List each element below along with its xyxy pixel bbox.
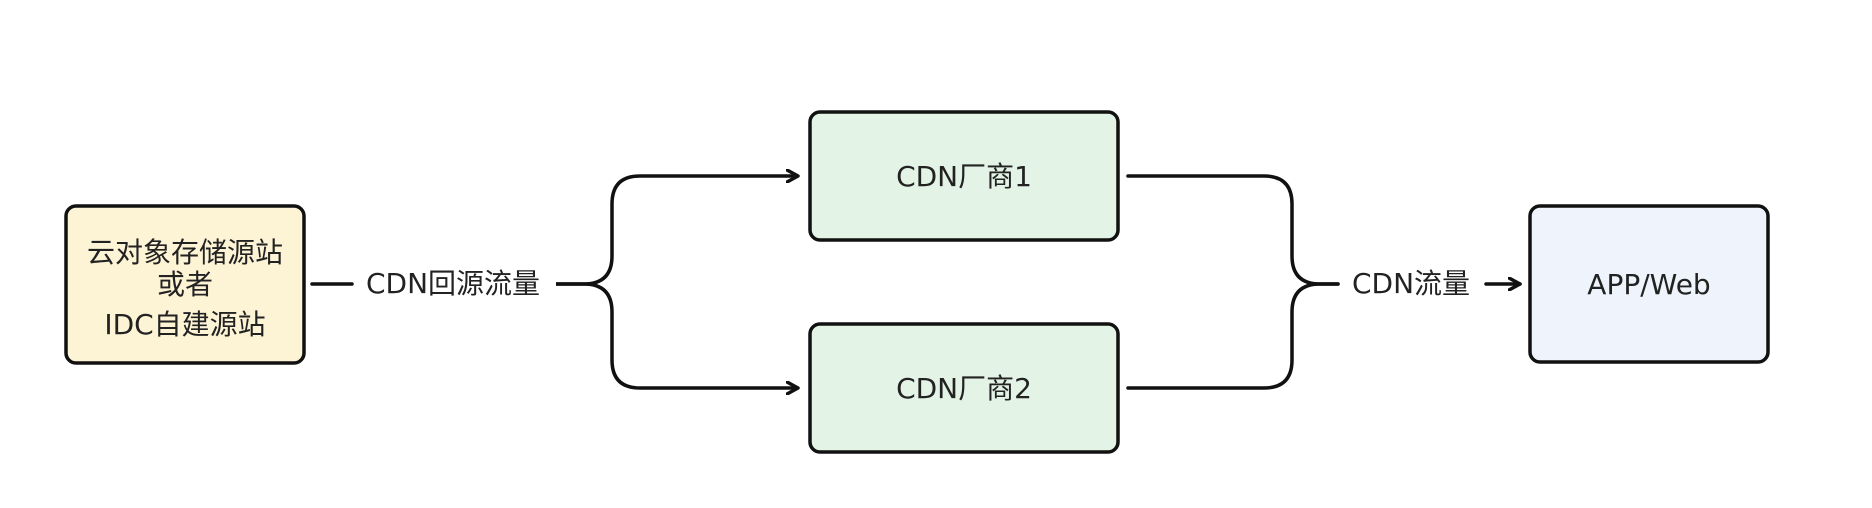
cdn2-node-box — [808, 322, 1120, 454]
cdn1-node-box — [808, 110, 1120, 242]
cdn2-node: CDN厂商2 — [808, 322, 1120, 454]
cdn2-to-merge-line — [1126, 282, 1340, 390]
cdn1-node-label: CDN厂商1 — [896, 160, 1032, 193]
source-node-line-1: 云对象存储源站 — [87, 236, 283, 269]
cdn1-to-merge-line — [1126, 174, 1340, 286]
source-node-line-2: 或者 — [157, 268, 213, 301]
source-node-box — [64, 204, 306, 365]
cdn-traffic-label: CDN流量 — [1352, 267, 1470, 300]
cdn2-node-label: CDN厂商2 — [896, 372, 1032, 405]
cdn1-node: CDN厂商1 — [808, 110, 1120, 242]
fork-to-cdn1-arrow — [556, 176, 798, 286]
client-node: APP/Web — [1528, 204, 1770, 364]
client-node-label: APP/Web — [1587, 268, 1710, 301]
fork-to-cdn2-arrow — [556, 282, 798, 388]
origin-traffic-label: CDN回源流量 — [366, 267, 540, 300]
source-node: 云对象存储源站 或者 IDC自建源站 — [64, 204, 306, 365]
source-node-line-3: IDC自建源站 — [104, 308, 265, 341]
client-node-box — [1528, 204, 1770, 364]
